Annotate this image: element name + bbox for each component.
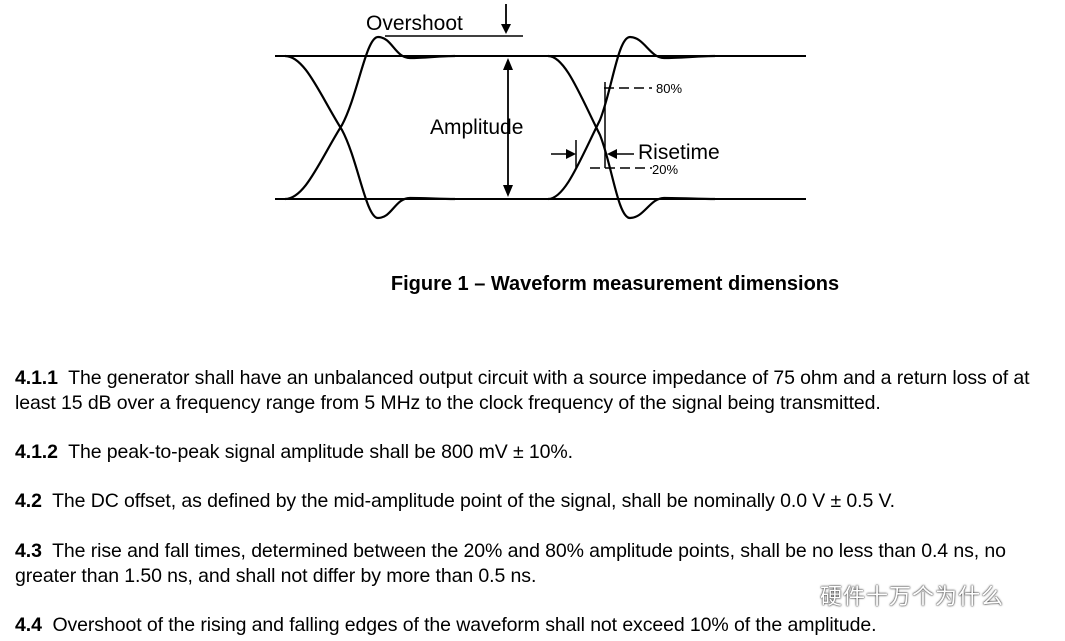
waveform-diagram: Overshoot Amplitude Risetime 80% 20% (275, 4, 806, 220)
paragraph-text: Overshoot of the rising and falling edge… (52, 614, 877, 636)
paragraph-text: The DC offset, as defined by the mid-amp… (52, 490, 895, 512)
paragraph-4-3: 4.3 The rise and fall times, determined … (15, 539, 1063, 589)
watermark-text: 硬件十万个为什么 (820, 585, 1005, 610)
section-number: 4.1.2 (15, 441, 58, 463)
waveform-trace-falling-left (284, 54, 456, 220)
waveform-trace-falling-right (547, 54, 716, 220)
paragraph-4-1-2: 4.1.2 The peak-to-peak signal amplitude … (15, 440, 1063, 465)
section-number: 4.4 (15, 614, 42, 636)
amplitude-arrow-up (503, 58, 513, 70)
section-number: 4.1.1 (15, 367, 58, 389)
paragraph-text: The rise and fall times, determined betw… (15, 540, 1006, 587)
risetime-label: Risetime (638, 141, 720, 164)
paragraph-4-1-1: 4.1.1 The generator shall have an unbala… (15, 366, 1063, 416)
wechat-icon (781, 582, 812, 607)
risetime-right-arrow-head (607, 149, 617, 159)
waveform-trace-rising-left (284, 35, 456, 201)
paragraph-4-4: 4.4 Overshoot of the rising and falling … (15, 613, 1063, 638)
amplitude-arrow-down (503, 185, 513, 197)
paragraph-text: The generator shall have an unbalanced o… (15, 367, 1030, 414)
amplitude-label: Amplitude (430, 116, 523, 139)
risetime-left-arrow-head (566, 149, 576, 159)
paragraph-4-2: 4.2 The DC offset, as defined by the mid… (15, 489, 1063, 514)
pct80-label: 80% (656, 81, 682, 96)
section-number: 4.3 (15, 540, 42, 562)
section-number: 4.2 (15, 490, 42, 512)
figure-caption: Figure 1 – Waveform measurement dimensio… (390, 273, 840, 295)
watermark: 硬件十万个为什么 (780, 580, 1004, 610)
paragraph-text: The peak-to-peak signal amplitude shall … (68, 441, 573, 463)
pct20-label: 20% (652, 162, 678, 177)
waveform-trace-rising-right (547, 35, 716, 201)
overshoot-arrow-head (501, 24, 511, 34)
overshoot-label: Overshoot (366, 12, 463, 35)
